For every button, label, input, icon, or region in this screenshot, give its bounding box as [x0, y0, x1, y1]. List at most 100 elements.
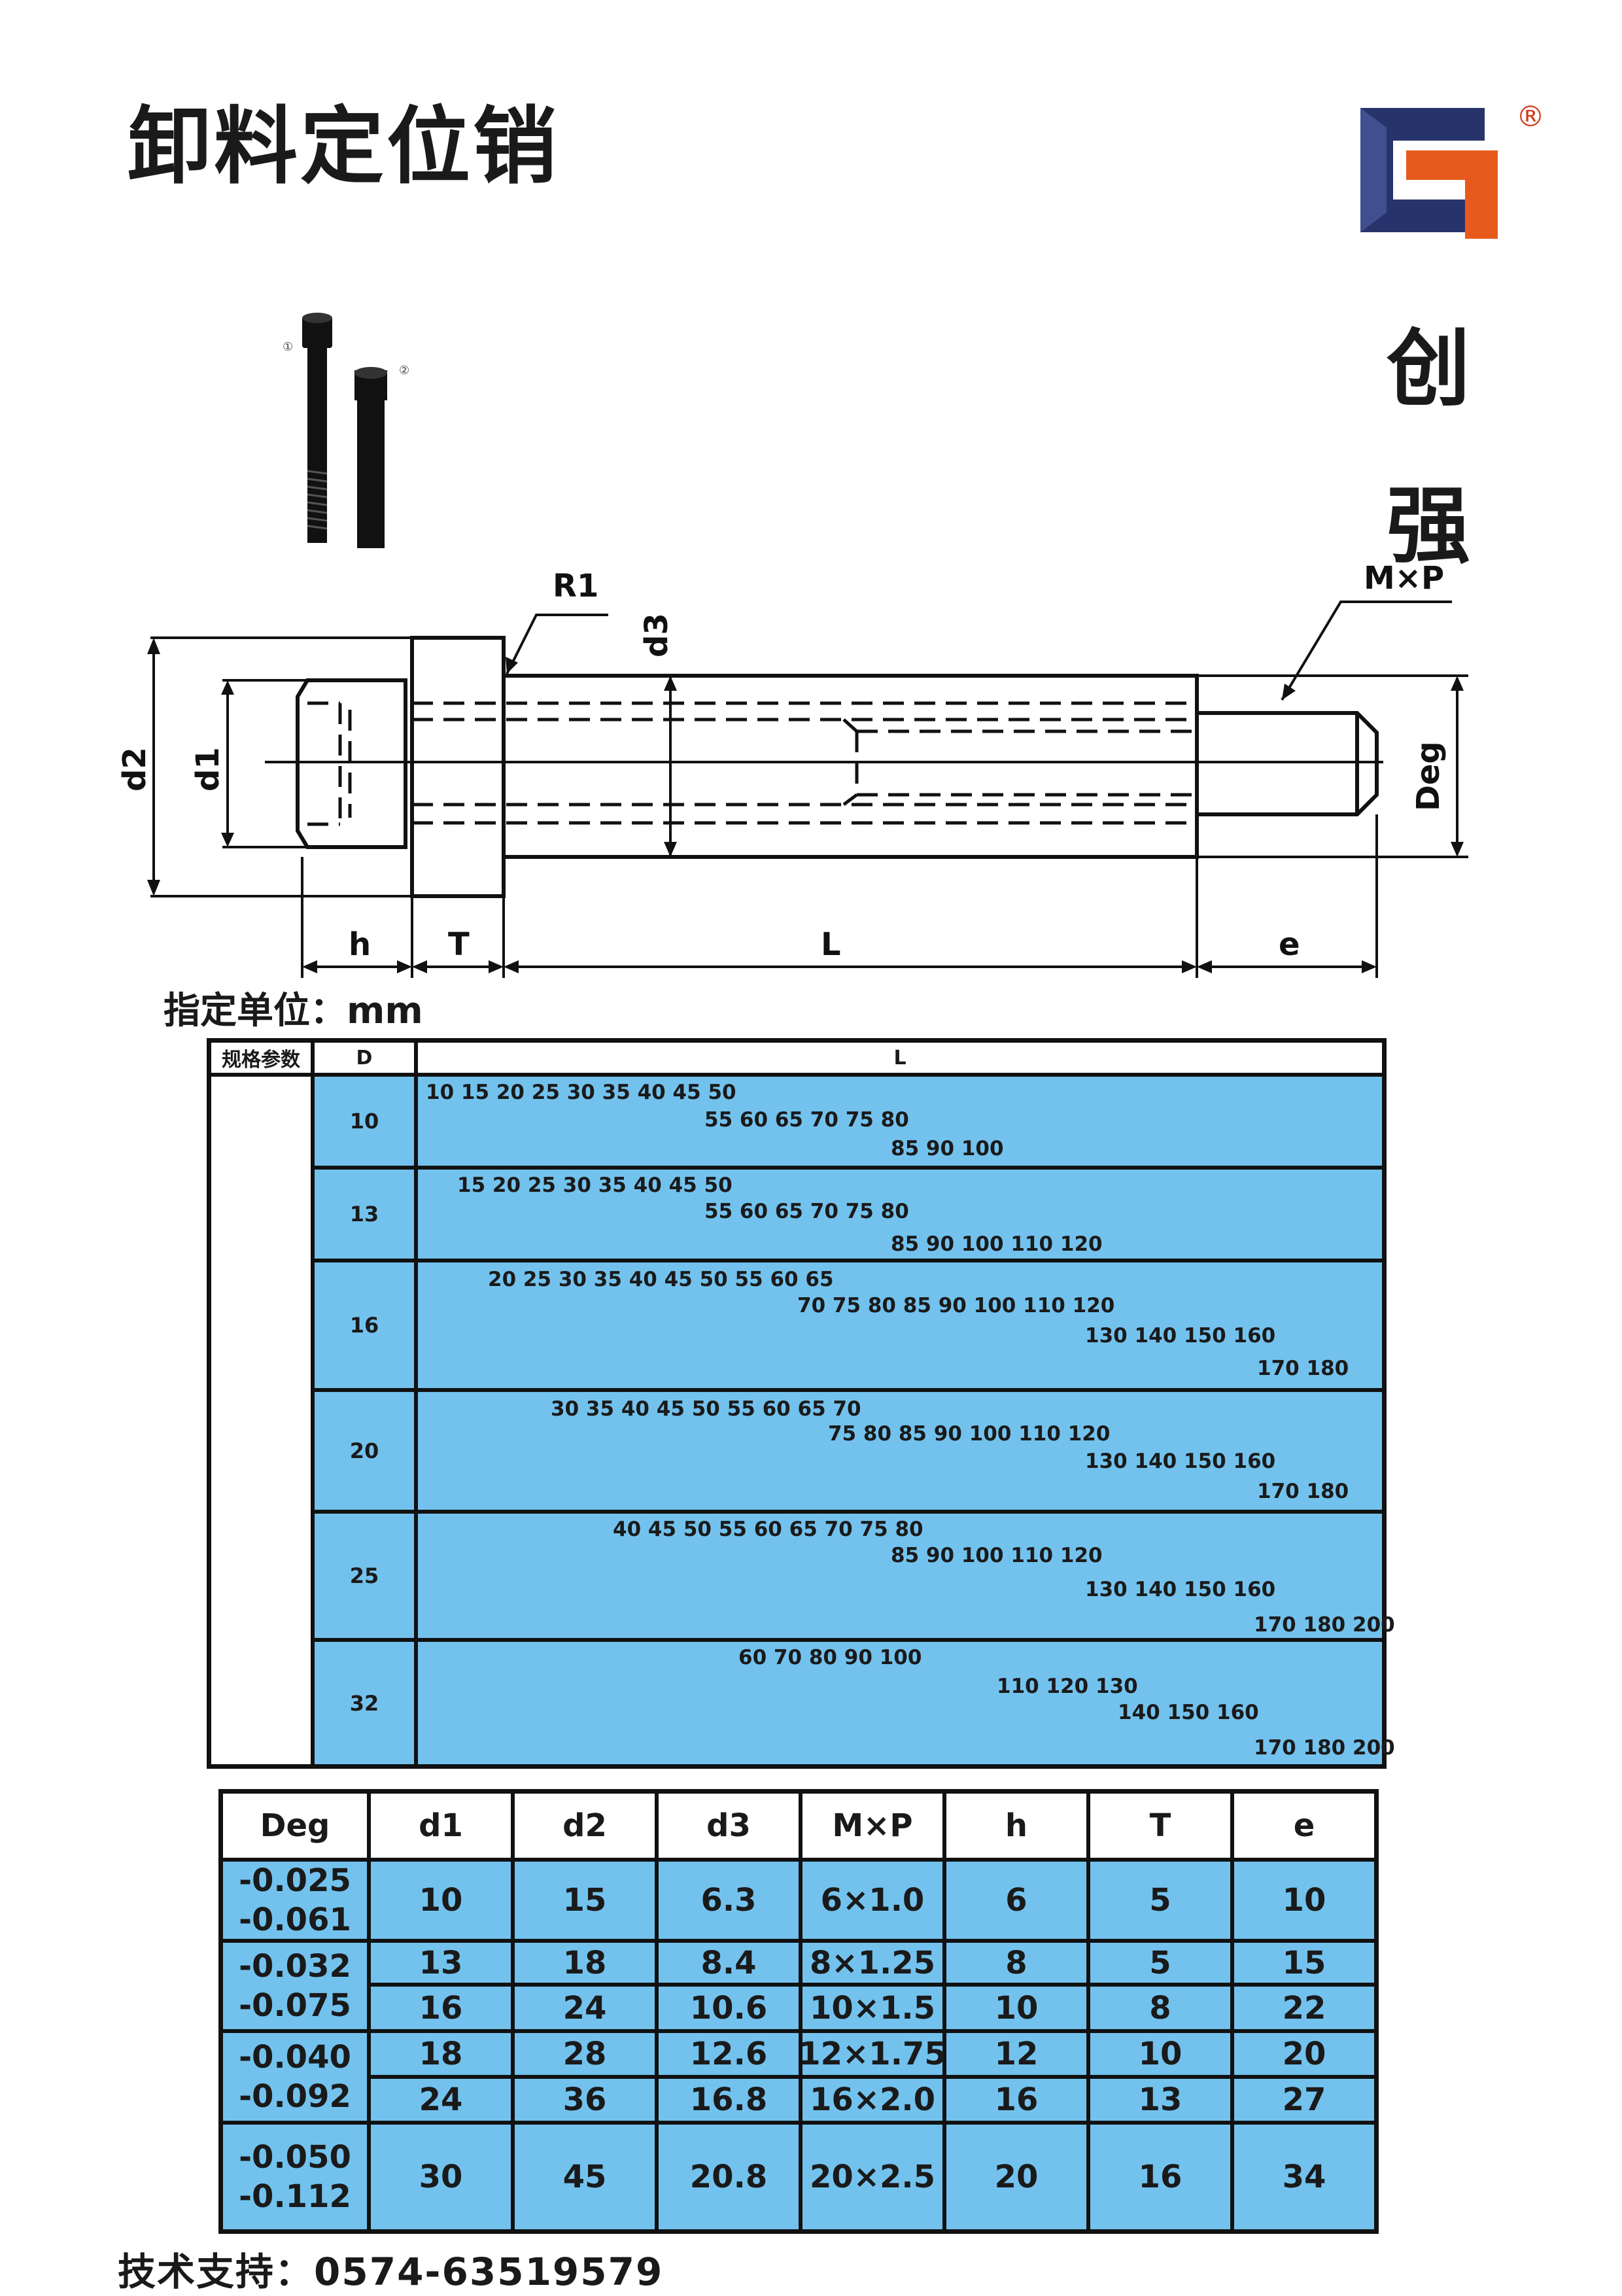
table-row-d: 13: [315, 1170, 414, 1259]
dim-cell: 20: [1282, 2036, 1326, 2072]
header-t: T: [1090, 1794, 1230, 1858]
brand-char-qiang: 强: [1387, 478, 1471, 575]
dim-cell: 20: [994, 2159, 1039, 2195]
l-values-line: 130 140 150 160: [1085, 1450, 1276, 1473]
l-values-line: 85 90 100: [891, 1137, 1004, 1160]
l-values-line: 55 60 65 70 75 80: [704, 1108, 909, 1132]
length-spec-table: 规格参数 D L 10 10 15 20 25 30 35 40 45 50 5…: [207, 1038, 1395, 1769]
l-values-line: 55 60 65 70 75 80: [704, 1200, 909, 1223]
dim-cell: 5: [1149, 1882, 1171, 1919]
dim-cell: 18: [419, 2036, 463, 2072]
table-row-l: 10 15 20 25 30 35 40 45 50 55 60 65 70 7…: [418, 1077, 1382, 1166]
table-row-d: 25: [315, 1514, 414, 1638]
l-values-line: 130 140 150 160: [1085, 1578, 1276, 1601]
header-d2: d2: [515, 1794, 655, 1858]
dim-cell: 27: [1282, 2081, 1326, 2118]
l-values-line: 15 20 25 30 35 40 45 50: [457, 1174, 733, 1197]
l-values-line: 170 180 200: [1254, 1613, 1395, 1637]
label-t: T: [448, 926, 470, 963]
table-row-l: 30 35 40 45 50 55 60 65 70 75 80 85 90 1…: [418, 1392, 1382, 1510]
label-l: L: [821, 926, 841, 963]
l-values-line: 10 15 20 25 30 35 40 45 50: [426, 1081, 736, 1104]
dim-cell: 15: [1282, 1944, 1326, 1981]
l-values-line: 85 90 100 110 120: [891, 1544, 1103, 1567]
brand-char-chuang: 创: [1387, 321, 1471, 418]
deg-tolerance: -0.032-0.075: [239, 1948, 351, 2024]
l-values-line: 170 180 200: [1254, 1736, 1395, 1760]
table-row-l: 60 70 80 90 100 110 120 130 140 150 160 …: [418, 1642, 1395, 1764]
deg-tolerance: -0.040-0.092: [239, 2039, 351, 2115]
dim-cell: 8: [1149, 1989, 1171, 2026]
dim-cell: 45: [562, 2159, 607, 2195]
label-e: e: [1279, 926, 1300, 963]
table-row-l: 20 25 30 35 40 45 50 55 60 65 70 75 80 8…: [418, 1262, 1382, 1388]
deg-tolerance: -0.050-0.112: [239, 2139, 351, 2215]
dim-cell: 16.8: [689, 2081, 768, 2118]
l-values-line: 70 75 80 85 90 100 110 120: [797, 1294, 1115, 1317]
table-row-d: 20: [315, 1392, 414, 1510]
label-d1: d1: [190, 747, 226, 791]
dim-cell: 5: [1149, 1944, 1171, 1981]
unit-label: 指定单位：mm: [164, 990, 423, 1032]
label-d3: d3: [638, 613, 675, 657]
dim-cell: 15: [562, 1882, 607, 1919]
label-r1: R1: [553, 568, 598, 604]
deg-tolerance: -0.025-0.061: [239, 1862, 351, 1938]
dim-cell: 24: [562, 1989, 607, 2026]
l-values-line: 40 45 50 55 60 65 70 75 80: [613, 1518, 923, 1541]
dim-cell: 6×1.0: [820, 1882, 925, 1919]
dim-cell: 10: [419, 1882, 463, 1919]
dim-cell: 6: [1005, 1882, 1027, 1919]
label-d2: d2: [116, 747, 153, 791]
l-values-line: 130 140 150 160: [1085, 1324, 1276, 1348]
l-values-line: 75 80 85 90 100 110 120: [828, 1422, 1111, 1446]
dim-cell: 8×1.25: [809, 1944, 936, 1981]
dim-cell: 10×1.5: [809, 1989, 936, 2026]
technical-drawing: R1 M×P h T L e d3 d2 d1 Deg: [116, 560, 1468, 978]
dim-cell: 18: [562, 1944, 607, 1981]
dim-cell: 30: [419, 2159, 463, 2195]
table-row-d: 16: [315, 1262, 414, 1388]
dim-cell: 20.8: [689, 2159, 768, 2195]
dim-cell: 10.6: [689, 1989, 768, 2026]
l-values-line: 110 120 130: [997, 1675, 1138, 1698]
tech-support-phone: 技术支持：0574-63519579: [118, 2250, 664, 2294]
header-d1: d1: [371, 1794, 511, 1858]
l-values-line: 170 180: [1257, 1357, 1349, 1380]
l-values-line: 30 35 40 45 50 55 60 65 70: [551, 1397, 861, 1421]
l-values-line: 60 70 80 90 100: [738, 1646, 922, 1669]
l-values-line: 20 25 30 35 40 45 50 55 60 65: [488, 1268, 834, 1291]
dim-cell: 24: [419, 2081, 463, 2118]
label-h: h: [349, 926, 371, 963]
dim-cell: 36: [562, 2081, 607, 2118]
l-values-line: 170 180: [1257, 1480, 1349, 1503]
dim-cell: 6.3: [700, 1882, 757, 1919]
dim-cell: 22: [1282, 1989, 1326, 2026]
header-l: L: [418, 1043, 1382, 1073]
dim-cell: 8: [1005, 1944, 1027, 1981]
dim-cell: 12.6: [689, 2036, 768, 2072]
l-values-line: 85 90 100 110 120: [891, 1232, 1103, 1256]
label-deg: Deg: [1410, 741, 1447, 811]
dim-cell: 13: [419, 1944, 463, 1981]
label-mxp: M×P: [1364, 560, 1444, 597]
header-mxp: M×P: [802, 1794, 942, 1858]
dim-cell: 16: [419, 1989, 463, 2026]
dim-cell: 10: [1282, 1882, 1326, 1919]
dim-cell: 12: [994, 2036, 1039, 2072]
dim-cell: 10: [994, 1989, 1039, 2026]
dim-cell: 8.4: [700, 1944, 757, 1981]
table-row-l: 40 45 50 55 60 65 70 75 80 85 90 100 110…: [418, 1514, 1395, 1638]
header-e: e: [1234, 1794, 1374, 1858]
table-row-d: 32: [315, 1642, 414, 1764]
dim-cell: 20×2.5: [809, 2159, 936, 2195]
dim-cell: 16: [994, 2081, 1039, 2118]
dim-cell: 12×1.75: [799, 2036, 946, 2072]
l-values-line: 140 150 160: [1118, 1701, 1259, 1724]
dim-cell: 13: [1138, 2081, 1182, 2118]
table-row-d: 10: [315, 1077, 414, 1166]
dim-cell: 34: [1282, 2159, 1326, 2195]
dim-cell: 28: [562, 2036, 607, 2072]
photo-label-2: ②: [399, 364, 409, 377]
header-d3: d3: [659, 1794, 799, 1858]
